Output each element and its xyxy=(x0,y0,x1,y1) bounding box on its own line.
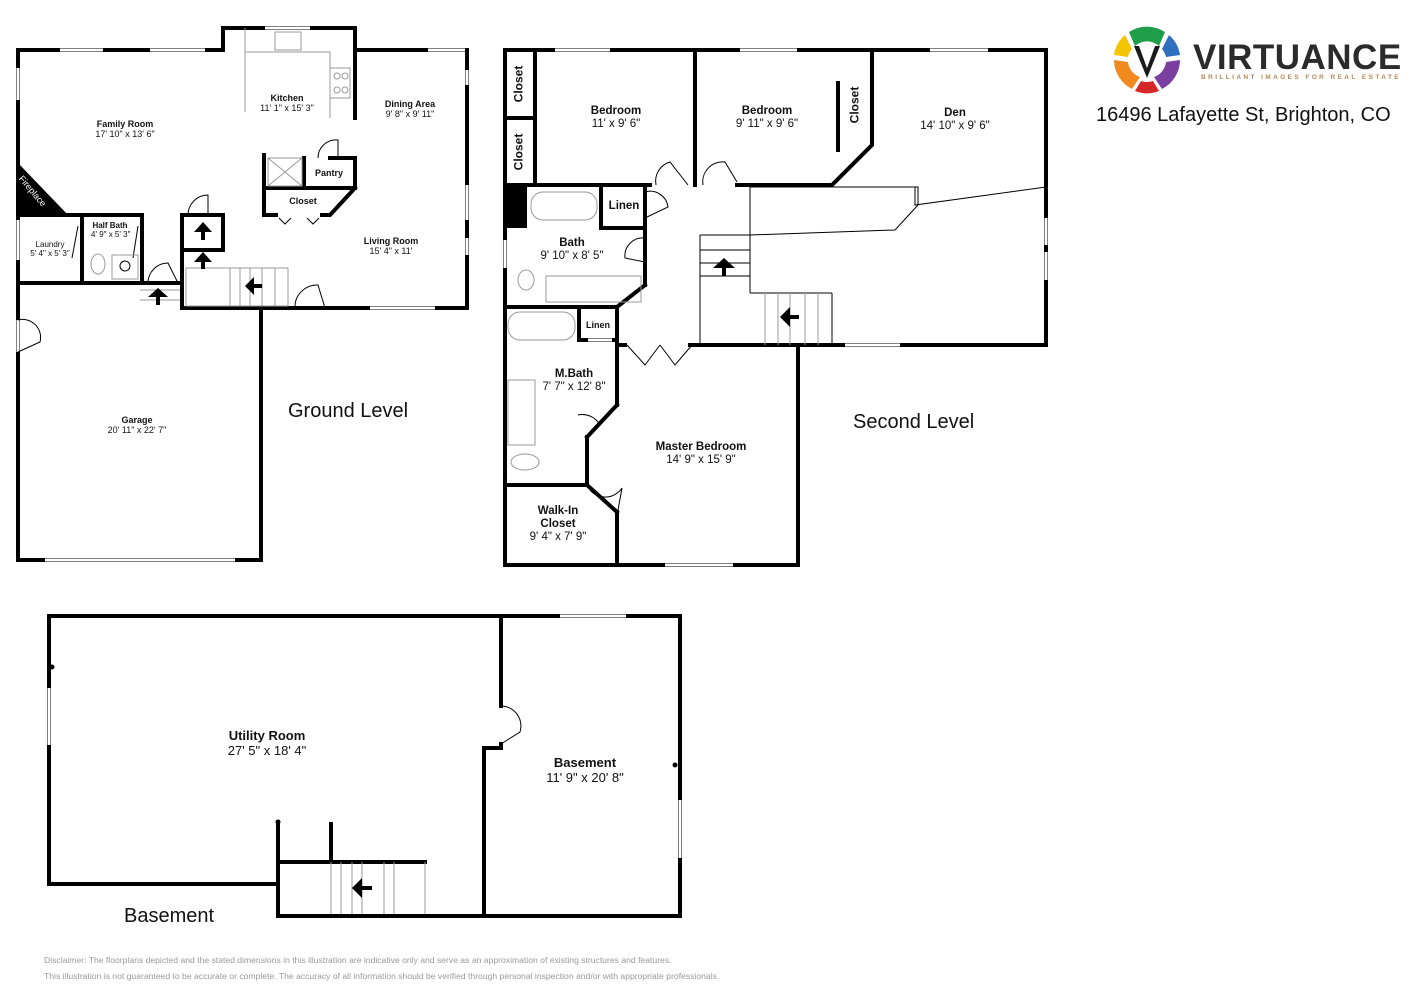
room-dims: 9' 10" x 8' 5" xyxy=(540,250,604,263)
room-closet: Closet xyxy=(289,196,317,206)
room-name: Kitchen xyxy=(270,93,304,103)
room-name: Utility Room xyxy=(228,728,306,743)
room-dims: 15' 4" x 11' xyxy=(369,246,413,257)
room-name: Bath xyxy=(559,237,585,249)
basement-plan xyxy=(47,614,682,918)
room-dims: 5' 4" x 5' 3" xyxy=(30,249,70,259)
room-dims: 11' x 9' 6" xyxy=(591,118,641,131)
room-dims: 11' 1" x 15' 3" xyxy=(260,103,314,114)
second-level-title: Second Level xyxy=(853,411,975,433)
room-master-bath: M.Bath 7' 7" x 12' 8" xyxy=(542,368,605,394)
room-master-bedroom: Master Bedroom 14' 9" x 15' 9" xyxy=(656,441,747,467)
room-linen-1: Linen xyxy=(609,200,640,213)
room-name: Master Bedroom xyxy=(655,441,747,453)
room-closet-3: Closet xyxy=(847,86,862,124)
room-utility-room: Utility Room 27' 5" x 18' 4" xyxy=(227,728,307,759)
room-name: Garage xyxy=(121,415,153,425)
room-dims: 9' 4" x 7' 9" xyxy=(529,531,587,544)
room-half-bath: Half Bath 4' 9" x 5' 3" xyxy=(91,221,131,240)
room-name: Linen xyxy=(586,320,610,330)
disclaimer-line-1: Disclaimer: The floorplans depicted and … xyxy=(44,955,672,965)
room-kitchen: Kitchen 11' 1" x 15' 3" xyxy=(260,93,314,114)
virtuance-logo-mark xyxy=(1114,26,1180,94)
room-basement: Basement 11' 9" x 20' 8" xyxy=(546,755,624,786)
room-name: Linen xyxy=(608,200,640,212)
room-dims: 9' 11" x 9' 6" xyxy=(735,118,799,131)
room-closet-1: Closet xyxy=(511,65,526,103)
room-dining-area: Dining Area 9' 8" x 9' 11" xyxy=(385,99,435,120)
room-den: Den 14' 10" x 9' 6" xyxy=(920,107,989,133)
room-name: Walk-In Closet xyxy=(537,505,579,531)
room-laundry: Laundry 5' 4" x 5' 3" xyxy=(30,240,69,258)
room-dims: 14' 9" x 15' 9" xyxy=(666,454,736,467)
property-address: 16496 Lafayette St, Brighton, CO xyxy=(1096,104,1391,126)
room-pantry: Pantry xyxy=(315,168,343,178)
room-dims: 9' 8" x 9' 11" xyxy=(385,109,435,120)
room-name: Family Room xyxy=(96,119,154,129)
room-bedroom-1: Bedroom 11' x 9' 6" xyxy=(591,105,641,131)
room-bedroom-2: Bedroom 9' 11" x 9' 6" xyxy=(736,105,798,131)
room-dims: 20' 11" x 22' 7" xyxy=(107,425,167,436)
room-closet-2: Closet xyxy=(511,133,526,171)
room-name: Pantry xyxy=(314,168,344,178)
ground-level-plan xyxy=(16,26,469,562)
room-name: Bedroom xyxy=(741,105,793,117)
room-name: M.Bath xyxy=(554,368,594,380)
room-bath: Bath 9' 10" x 8' 5" xyxy=(540,237,603,263)
brand-tagline: BRILLIANT IMAGES FOR REAL ESTATE xyxy=(1201,74,1401,81)
room-name: Half Bath xyxy=(92,221,128,230)
brand-name: VIRTUANCE xyxy=(1193,38,1402,77)
basement-level-title: Basement xyxy=(124,905,215,927)
room-dims: 17' 10" x 13' 6" xyxy=(95,129,155,140)
room-name: Laundry xyxy=(35,240,65,249)
room-name: Dining Area xyxy=(384,99,436,109)
ground-level-title: Ground Level xyxy=(288,400,409,422)
room-name: Closet xyxy=(289,196,317,206)
room-dims: 14' 10" x 9' 6" xyxy=(920,120,990,133)
room-name: Living Room xyxy=(363,236,419,246)
room-linen-2: Linen xyxy=(586,320,610,330)
room-dims: 4' 9" x 5' 3" xyxy=(91,230,131,240)
disclaimer-line-2: This illustration is not guaranteed to b… xyxy=(44,971,720,981)
room-name: Bedroom xyxy=(590,105,642,117)
room-walk-in-closet: Walk-In Closet 9' 4" x 7' 9" xyxy=(523,505,593,545)
room-living-room: Living Room 15' 4" x 11' xyxy=(364,236,419,257)
room-garage: Garage 20' 11" x 22' 7" xyxy=(108,415,167,436)
room-dims: 7' 7" x 12' 8" xyxy=(542,381,606,394)
room-family-room: Family Room 17' 10" x 13' 6" xyxy=(95,119,154,140)
room-name: Den xyxy=(944,107,966,119)
room-dims: 11' 9" x 20' 8" xyxy=(546,769,624,785)
room-name: Basement xyxy=(553,755,617,770)
second-level-plan xyxy=(503,48,1048,567)
room-dims: 27' 5" x 18' 4" xyxy=(227,742,307,758)
